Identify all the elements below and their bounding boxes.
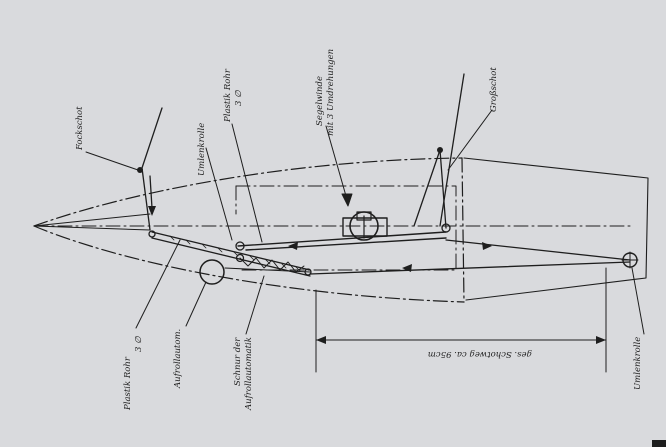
plastic-tube-hatch — [169, 235, 301, 272]
main-sheet-upper — [237, 231, 447, 247]
stern-pulley-cross — [621, 251, 639, 269]
cord-pulley — [304, 268, 312, 276]
leader-plastik-top — [231, 123, 263, 243]
stern-outline — [463, 157, 649, 301]
mainsheet-vertical-3 — [413, 149, 441, 227]
label-umlenkrolle-top: Umlenkrolle — [197, 123, 207, 176]
leader-umlenkrolle-bottom — [631, 267, 645, 335]
jib-sheet-arrowhead — [148, 206, 156, 216]
leader-grosschot — [447, 109, 493, 171]
leader-plastik-bottom — [135, 239, 181, 329]
dim-arrow-left — [316, 336, 326, 344]
corner-mark — [652, 440, 666, 447]
label-grosschot: Großschot — [489, 67, 499, 112]
main-sheet-return — [309, 261, 631, 275]
label-umlenkrolle-bottom: Umlenkrolle — [633, 337, 643, 390]
arrow-upper — [288, 242, 298, 250]
label-fockschot: Fockschot — [75, 106, 85, 151]
bow-line-2 — [33, 213, 151, 227]
hull-transom-line — [461, 157, 465, 303]
turning-pulley-top — [235, 241, 245, 251]
leader-lines — [85, 109, 645, 335]
label-aufrollautom: Aufrollautom. — [173, 329, 183, 389]
label-schnur-2: Aufrollautomatik — [244, 337, 254, 411]
mainsheet-point — [437, 147, 443, 153]
label-segelwinde-1: Segelwinde — [315, 76, 325, 126]
main-sheet-upper-2 — [245, 237, 447, 251]
leader-schnur — [245, 275, 265, 335]
label-schotweg: ges. Schotweg ca. 95cm — [428, 349, 532, 359]
mainsheet-vertical-2 — [439, 149, 447, 229]
cockpit-outline — [235, 185, 457, 271]
jib-sheet-arrow-shaft — [149, 175, 153, 209]
arrow-middle — [482, 242, 492, 250]
leader-umlenkrolle-top — [205, 147, 233, 241]
tube-end-pulley — [148, 230, 156, 238]
hull-upper-outline — [33, 157, 463, 227]
auto-rewind-drum — [199, 259, 225, 285]
plastic-tube-upper — [151, 231, 311, 271]
jib-sheet-point — [137, 167, 143, 173]
leader-aufrollautom — [185, 281, 207, 327]
label-schnur-1: Schnur der — [233, 337, 243, 386]
leader-fockschot — [85, 151, 139, 171]
rewind-cord — [224, 267, 311, 273]
bow-line — [33, 225, 151, 231]
sail-winch — [342, 211, 388, 241]
rewind-cord-zigzag — [239, 257, 305, 273]
label-segelwinde-2: mit 3 Umdrehungen — [326, 49, 336, 136]
dim-arrow-right — [596, 336, 606, 344]
label-plastik-rohr-top-1: Plastik Rohr — [223, 68, 233, 123]
label-plastik-rohr-bottom-2: 3 ∅ — [134, 336, 144, 352]
main-sheet-to-stern — [445, 239, 631, 261]
pulley-small — [235, 253, 245, 263]
label-plastik-rohr-bottom-1: Plastik Rohr — [123, 356, 133, 411]
leader-segelwinde — [325, 125, 347, 197]
winch-housing — [342, 217, 388, 237]
arrow-lower — [402, 264, 412, 272]
hull-lower-outline — [33, 225, 465, 303]
label-plastik-rohr-top-2: 3 ∅ — [234, 90, 244, 106]
